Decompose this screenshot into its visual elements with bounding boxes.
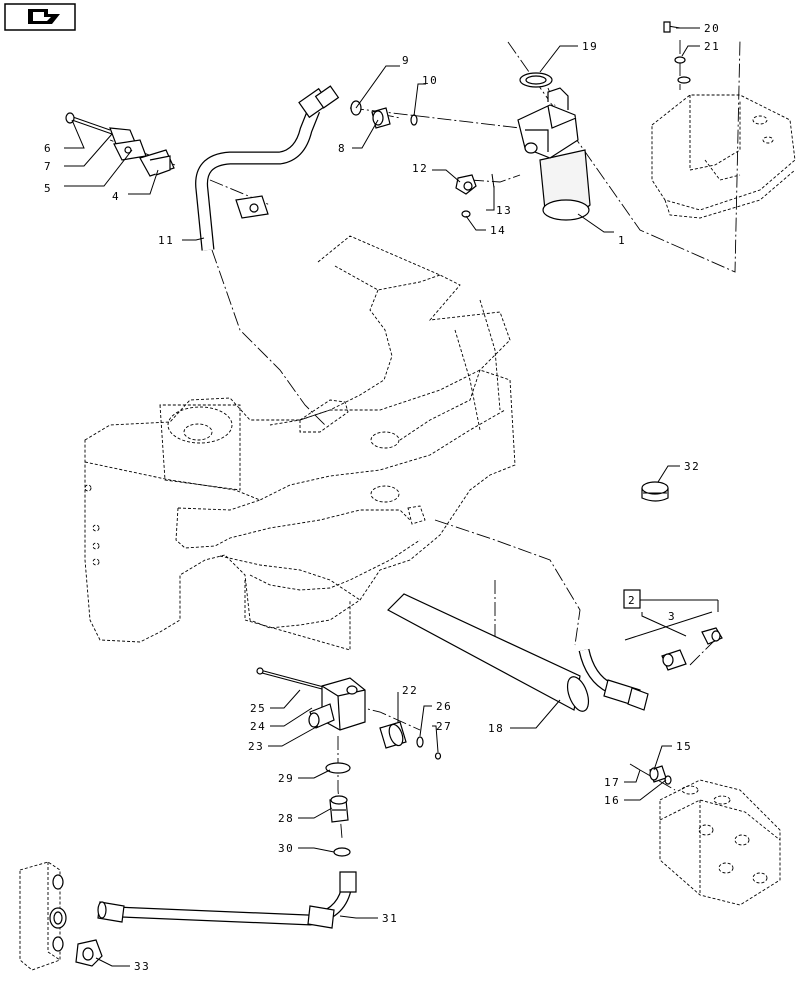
callout-31[interactable]: 31 [382, 912, 398, 925]
callout-4[interactable]: 4 [112, 190, 120, 203]
callout-1[interactable]: 1 [618, 234, 626, 247]
callout-32[interactable]: 32 [684, 460, 700, 473]
callout-labels: 1 2 3 4 5 6 7 8 9 10 11 12 13 14 15 16 1… [44, 22, 720, 973]
mounting-bracket [651, 21, 796, 219]
callout-5[interactable]: 5 [44, 182, 52, 195]
callout-18[interactable]: 18 [488, 722, 504, 735]
callout-22[interactable]: 22 [402, 684, 418, 697]
callout-13[interactable]: 13 [496, 204, 512, 217]
back-arrow-icon [28, 9, 60, 24]
callout-3[interactable]: 3 [668, 610, 676, 623]
callout-7[interactable]: 7 [44, 160, 52, 173]
back-button[interactable] [4, 3, 76, 31]
callout-6[interactable]: 6 [44, 142, 52, 155]
callout-20[interactable]: 20 [704, 22, 720, 35]
callout-10[interactable]: 10 [422, 74, 438, 87]
clamp-set [65, 112, 269, 219]
elbow-fitting [455, 173, 495, 218]
callout-21[interactable]: 21 [704, 40, 720, 53]
callout-25[interactable]: 25 [250, 702, 266, 715]
callout-23[interactable]: 23 [248, 740, 264, 753]
callout-19[interactable]: 19 [582, 40, 598, 53]
hose-upper [195, 85, 340, 251]
callout-29[interactable]: 29 [278, 772, 294, 785]
callout-9[interactable]: 9 [402, 54, 410, 67]
tractor-frame [84, 235, 516, 651]
tube-and-hose [387, 593, 649, 712]
callout-12[interactable]: 12 [412, 162, 428, 175]
callout-14[interactable]: 14 [490, 224, 506, 237]
callout-16[interactable]: 16 [604, 794, 620, 807]
leader-lines [64, 27, 700, 967]
filter-assembly [517, 87, 591, 221]
callout-11[interactable]: 11 [158, 234, 174, 247]
callout-17[interactable]: 17 [604, 776, 620, 789]
callout-30[interactable]: 30 [278, 842, 294, 855]
callout-8[interactable]: 8 [338, 142, 346, 155]
callout-2[interactable]: 2 [628, 594, 636, 607]
valve-block [256, 667, 442, 760]
hose-lower [97, 871, 357, 929]
callout-28[interactable]: 28 [278, 812, 294, 825]
callout-15[interactable]: 15 [676, 740, 692, 753]
callout-24[interactable]: 24 [250, 720, 266, 733]
seal-ring [519, 72, 553, 88]
callout-33[interactable]: 33 [134, 960, 150, 973]
callout-26[interactable]: 26 [436, 700, 452, 713]
control-valve [629, 763, 781, 906]
manifold-left [19, 861, 103, 971]
cap-plug [641, 481, 669, 502]
reference-box [623, 589, 723, 671]
callout-27[interactable]: 27 [436, 720, 452, 733]
straight-fitting [325, 762, 351, 857]
